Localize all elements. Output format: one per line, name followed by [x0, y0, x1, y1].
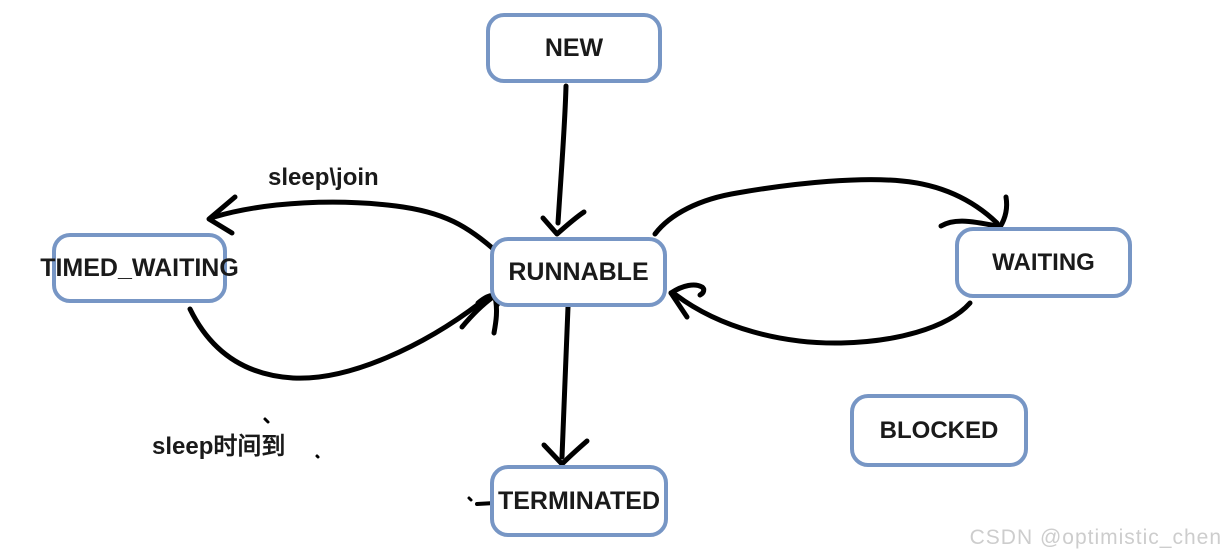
- arrow-runnable-to-waiting: [652, 177, 1010, 237]
- node-timed-waiting: TIMED_WAITING: [40, 233, 239, 303]
- node-waiting-label: WAITING: [992, 248, 1095, 276]
- pen-specks: [263, 417, 473, 502]
- node-blocked-label: BLOCKED: [879, 416, 999, 444]
- node-new: NEW: [486, 13, 662, 83]
- node-terminated: TERMINATED: [490, 465, 668, 537]
- arrow-runnable-to-timed-waiting: [206, 194, 501, 256]
- node-runnable-label: RUNNABLE: [508, 257, 649, 286]
- edge-label-sleep-time-up: sleep时间到: [152, 433, 286, 460]
- csdn-watermark: CSDN @optimistic_chen: [969, 526, 1222, 549]
- node-waiting: WAITING: [955, 227, 1132, 298]
- node-runnable: RUNNABLE: [490, 237, 667, 307]
- arrow-timed-waiting-to-runnable: [187, 293, 502, 381]
- edge-label-sleep-join: sleep\join: [268, 164, 379, 191]
- node-terminated-label: TERMINATED: [497, 486, 661, 515]
- arrow-new-to-runnable: [540, 83, 587, 237]
- node-blocked: BLOCKED: [850, 394, 1028, 467]
- node-timed-waiting-label: TIMED_WAITING: [40, 253, 239, 282]
- arrow-waiting-to-runnable: [668, 282, 973, 346]
- node-new-label: NEW: [544, 33, 604, 62]
- arrow-runnable-to-terminated: [541, 304, 590, 467]
